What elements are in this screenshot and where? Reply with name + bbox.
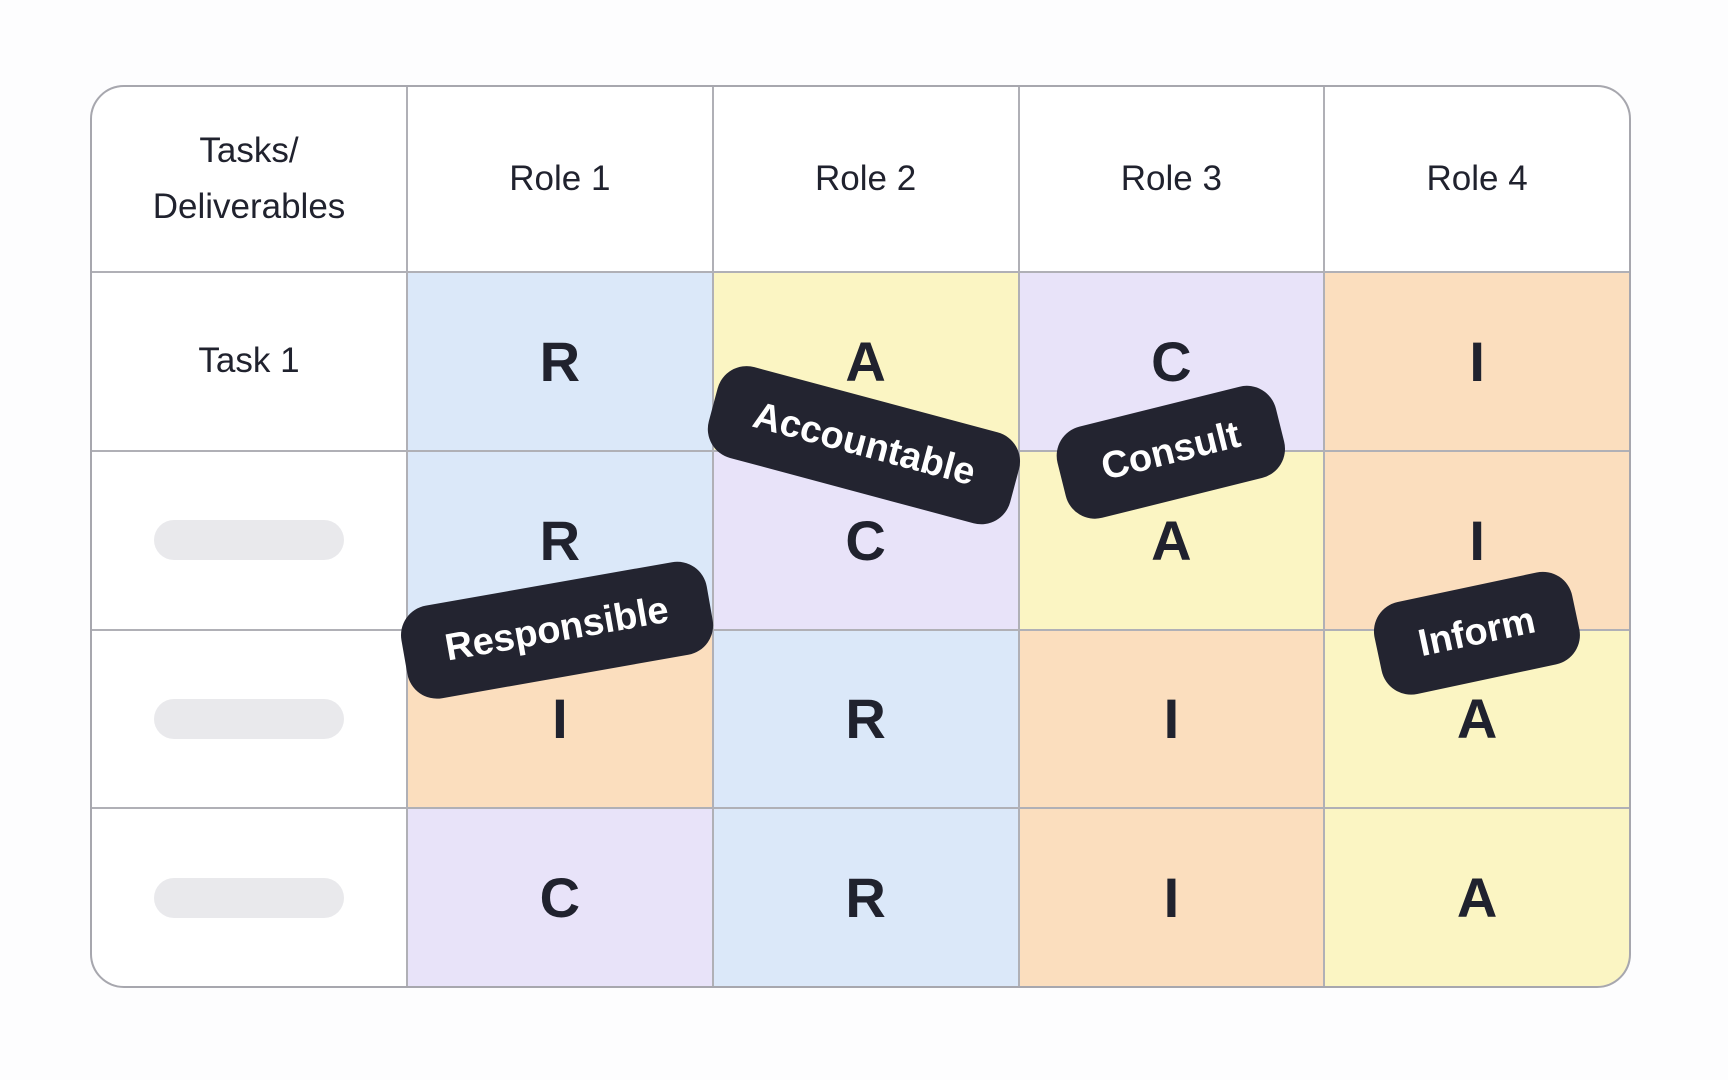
header-cell-role-2: Role 2 (713, 87, 1018, 271)
raci-cell-r4-role2: R (713, 809, 1018, 986)
task-placeholder (154, 877, 344, 918)
header-cell-tasks-deliverables: Tasks/ Deliverables (92, 87, 406, 271)
raci-cell-r1-role4: I (1325, 273, 1629, 450)
task-placeholder (154, 698, 344, 739)
raci-cell-r4-role3: I (1019, 809, 1324, 986)
task-cell-4 (92, 809, 406, 986)
raci-cell-r4-role4: A (1325, 809, 1629, 986)
task-cell-3 (92, 630, 406, 808)
task-cell-2 (92, 451, 406, 629)
task-placeholder (154, 520, 344, 561)
raci-cell-r3-role2: R (713, 630, 1018, 808)
task-cell-1: Task 1 (92, 273, 406, 450)
raci-cell-r3-role3: I (1019, 630, 1324, 808)
raci-matrix-table: Tasks/ Deliverables Role 1 Role 2 Role 3… (90, 85, 1631, 988)
header-cell-role-4: Role 4 (1325, 87, 1629, 271)
header-cell-role-1: Role 1 (408, 87, 712, 271)
raci-cell-r4-role1: C (408, 809, 712, 986)
raci-cell-r1-role1: R (408, 273, 712, 450)
header-cell-role-3: Role 3 (1019, 87, 1324, 271)
